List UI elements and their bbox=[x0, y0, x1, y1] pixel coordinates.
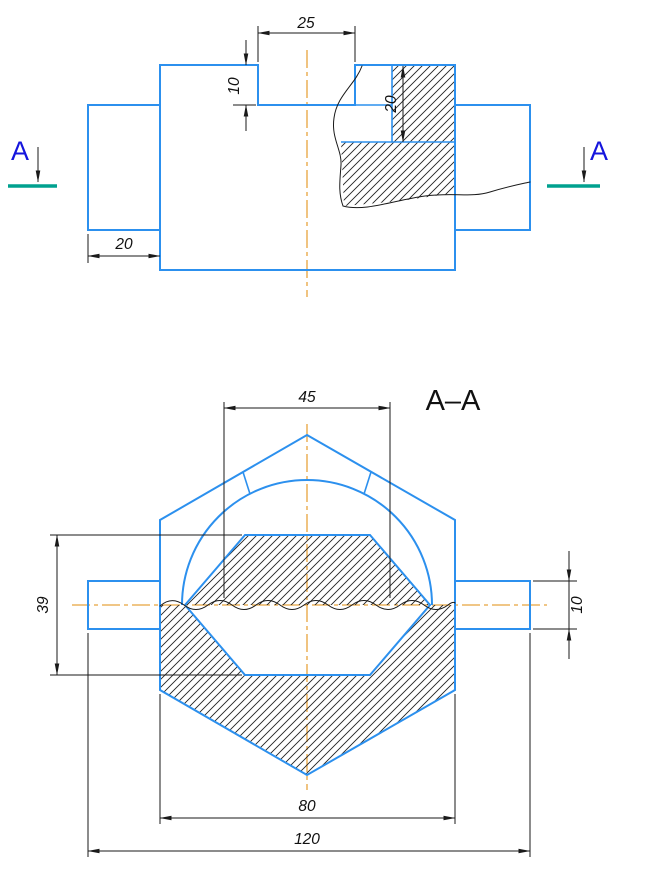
dim-text-slot-depth: 10 bbox=[226, 77, 243, 95]
outer-hexagon bbox=[159, 433, 456, 777]
section-view-title: A–A bbox=[426, 385, 481, 417]
dim-overall-length: 120 bbox=[87, 633, 531, 857]
dim-bore-width: 45 bbox=[223, 389, 391, 598]
body-outline bbox=[159, 64, 456, 271]
shaft-stub-left bbox=[87, 104, 160, 231]
cavity-edges bbox=[341, 66, 455, 143]
dim-bore-height: 39 bbox=[35, 534, 242, 676]
section-label-left: A bbox=[11, 136, 29, 166]
section-hatch bbox=[160, 535, 455, 775]
dim-cavity-depth: 20 bbox=[383, 65, 406, 143]
dim-slot-width: 25 bbox=[257, 15, 356, 62]
break-line-horizontal bbox=[159, 600, 456, 610]
bore-hexagon bbox=[183, 534, 432, 676]
shaft-stub-right bbox=[455, 580, 531, 630]
dim-text-bore-width: 45 bbox=[298, 389, 316, 406]
dim-text-across-flats: 80 bbox=[298, 798, 316, 815]
shaft-stub-right bbox=[455, 104, 531, 231]
dim-text-overall-length: 120 bbox=[294, 831, 320, 848]
dim-text-stub-diameter: 10 bbox=[569, 596, 586, 614]
dim-text-cavity-depth: 20 bbox=[383, 95, 400, 114]
dim-stub-length: 20 bbox=[87, 234, 161, 263]
section-marker-right: A bbox=[547, 136, 608, 188]
section-label-right: A bbox=[590, 136, 608, 166]
chamfer-circle-arc bbox=[181, 479, 433, 606]
front-view: 25 10 20 20 A A bbox=[8, 15, 608, 297]
section-marker-left: A bbox=[8, 136, 57, 188]
section-view: A–A 45 39 10 80 bbox=[35, 385, 586, 857]
broken-out-hatch-upper bbox=[392, 66, 455, 142]
dim-slot-depth: 10 bbox=[226, 40, 256, 131]
break-line-vertical bbox=[332, 65, 363, 207]
dim-text-bore-height: 39 bbox=[35, 596, 52, 614]
break-line-sweep bbox=[342, 181, 531, 209]
chamfer-ticks bbox=[242, 471, 372, 495]
dim-stub-diameter: 10 bbox=[533, 551, 586, 659]
dim-text-slot-width: 25 bbox=[296, 15, 315, 32]
broken-out-hatch-lower bbox=[341, 142, 455, 206]
dim-text-stub-length: 20 bbox=[114, 236, 133, 253]
dim-across-flats: 80 bbox=[159, 694, 456, 824]
shaft-stub-left bbox=[87, 580, 160, 630]
